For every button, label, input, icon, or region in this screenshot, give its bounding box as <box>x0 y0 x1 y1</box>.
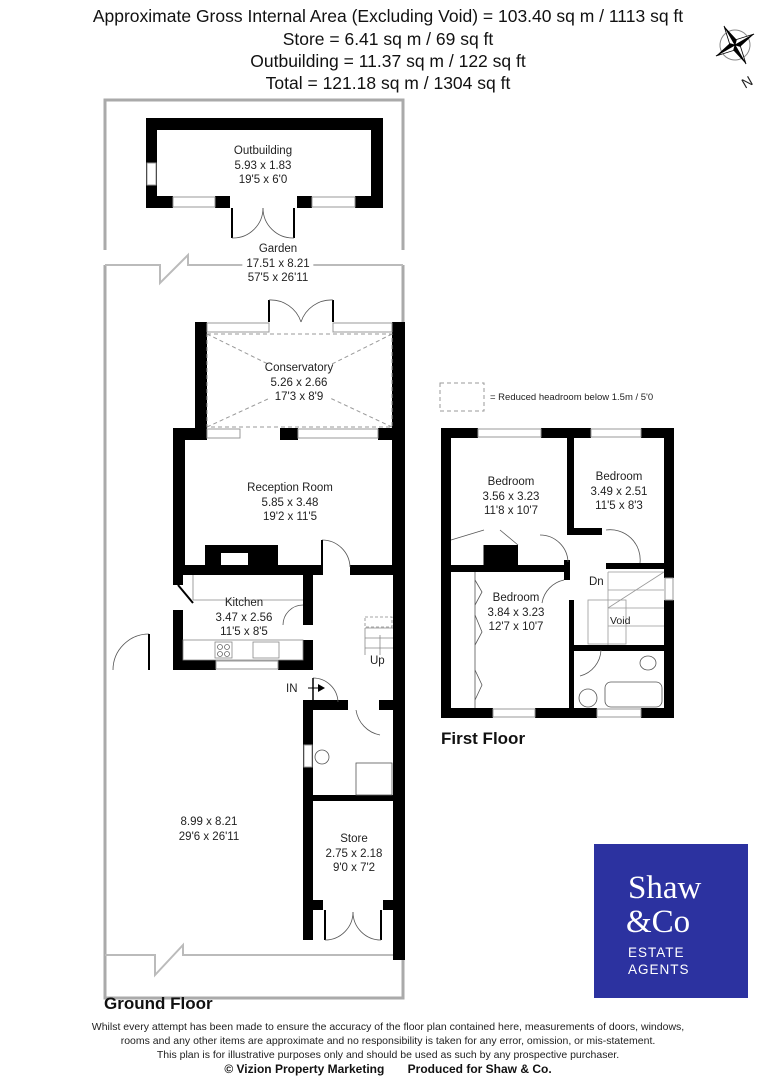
room-label-conservatory: Conservatory 5.26 x 2.66 17'3 x 8'9 <box>264 362 334 403</box>
credits: © Vizion Property Marketing Produced for… <box>0 1062 776 1076</box>
room-label-reception-room: Reception Room 5.85 x 3.48 19'2 x 11'5 <box>247 482 333 523</box>
credit-produced-for: Produced for Shaw & Co. <box>407 1062 552 1076</box>
room-label-side-garden: 8.99 x 8.21 29'6 x 26'11 <box>178 816 240 843</box>
room-label-bedroom-3: Bedroom 3.84 x 3.23 12'7 x 10'7 <box>487 592 545 633</box>
ground-floor-title: Ground Floor <box>104 994 213 1013</box>
entrance-label: IN <box>286 683 298 695</box>
room-label-garden: Garden 17.51 x 8.21 57'5 x 26'11 <box>242 242 314 286</box>
stairs-down-label: Dn <box>589 576 604 588</box>
gross-area-line: Approximate Gross Internal Area (Excludi… <box>92 6 684 26</box>
legend-swatch <box>439 382 485 412</box>
room-label-outbuilding: Outbuilding 5.93 x 1.83 19'5 x 6'0 <box>233 145 293 186</box>
outbuilding-area-line: Outbuilding = 11.37 sq m / 122 sq ft <box>250 51 526 71</box>
logo-agents: AGENTS <box>628 962 690 977</box>
room-label-bedroom-1: Bedroom 3.56 x 3.23 11'8 x 10'7 <box>482 476 540 517</box>
legend-text: = Reduced headroom below 1.5m / 5'0 <box>490 392 654 403</box>
total-area-line: Total = 121.18 sq m / 1304 sq ft <box>265 73 511 93</box>
first-floor-title: First Floor <box>441 729 526 748</box>
store-area-line: Store = 6.41 sq m / 69 sq ft <box>282 29 494 49</box>
stairs-up-label: Up <box>370 655 385 667</box>
logo-shaw: Shaw <box>628 870 702 906</box>
void-label: Void <box>610 615 631 627</box>
disclaimer-line-1: Whilst every attempt has been made to en… <box>91 1021 685 1033</box>
credit-vizion: © Vizion Property Marketing <box>224 1062 385 1076</box>
disclaimer-line-3: This plan is for illustrative purposes o… <box>156 1049 620 1061</box>
logo-co: &Co <box>626 904 691 940</box>
room-label-kitchen: Kitchen 3.47 x 2.56 11'5 x 8'5 <box>215 597 273 638</box>
room-label-bedroom-2: Bedroom 3.49 x 2.51 11'5 x 8'3 <box>590 471 648 512</box>
room-label-store: Store 2.75 x 2.18 9'0 x 7'2 <box>325 833 383 874</box>
disclaimer-line-2: rooms and any other items are approximat… <box>120 1035 656 1047</box>
shaw-co-logo: Shaw &Co ESTATE AGENTS <box>594 844 748 998</box>
logo-estate: ESTATE <box>628 945 685 960</box>
